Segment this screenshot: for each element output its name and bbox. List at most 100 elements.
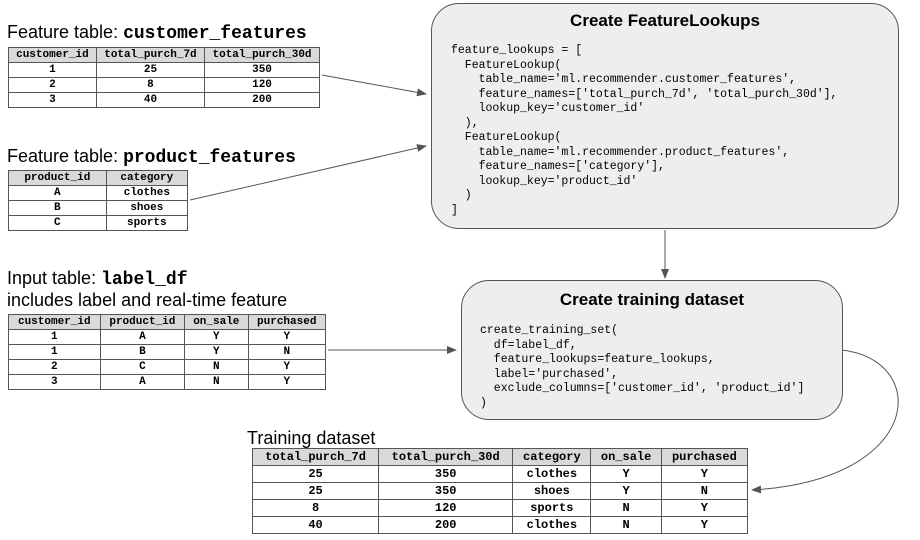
product-features-title-code: product_features (123, 148, 296, 168)
label-df-title-code: label_df (101, 270, 188, 290)
table-cell: 1 (8, 62, 97, 78)
table-cell: 350 (204, 62, 320, 78)
table-cell: A (99, 329, 186, 345)
table-cell: shoes (105, 200, 189, 216)
table-cell: N (590, 499, 662, 517)
training-dataset-title: Training dataset (247, 428, 376, 448)
table-cell: Y (660, 499, 749, 517)
column-header: customer_id (8, 47, 97, 63)
column-header: on_sale (590, 448, 662, 466)
table-cell: N (247, 344, 326, 360)
arrow-customer-to-lookups (321, 74, 427, 97)
arrow-training-to-dataset (751, 349, 899, 494)
column-header: category (105, 170, 189, 186)
table-cell: 25 (251, 465, 380, 483)
table-cell: Y (247, 359, 326, 375)
table-cell: 3 (8, 374, 101, 390)
feature-lookups-code: feature_lookups = [ FeatureLookup( table… (451, 44, 838, 217)
table-cell: shoes (512, 482, 592, 500)
table-cell: clothes (512, 465, 592, 483)
product-features-title: Feature table: product_features (7, 146, 296, 168)
table-cell: 1 (8, 344, 101, 360)
table-cell: B (8, 200, 107, 216)
table-cell: Y (184, 329, 249, 345)
create-training-dataset-title: Create training dataset (559, 290, 745, 309)
table-cell: C (99, 359, 186, 375)
label-df-title-prefix: Input table: (7, 268, 102, 288)
table-cell: sports (512, 499, 592, 517)
column-header: total_purch_30d (378, 448, 514, 466)
table-cell: Y (590, 465, 662, 483)
table-cell: 3 (8, 92, 97, 108)
table-cell: 8 (95, 77, 206, 93)
table-cell: B (99, 344, 186, 360)
customer-features-title: Feature table: customer_features (7, 22, 307, 44)
column-header: purchased (247, 314, 326, 330)
table-cell: Y (660, 465, 749, 483)
table-cell: 40 (95, 92, 206, 108)
column-header: product_id (8, 170, 107, 186)
table-cell: N (660, 482, 749, 500)
column-header: on_sale (184, 314, 249, 330)
table-cell: C (8, 215, 107, 231)
column-header: category (512, 448, 592, 466)
table-cell: 2 (8, 359, 101, 375)
table-cell: 40 (251, 516, 380, 534)
create-feature-lookups-title: Create FeatureLookups (570, 11, 760, 30)
table-cell: N (184, 359, 249, 375)
table-cell: Y (184, 344, 249, 360)
customer-features-title-prefix: Feature table: (7, 22, 124, 42)
column-header: product_id (99, 314, 186, 330)
table-cell: 350 (378, 465, 514, 483)
table-cell: Y (590, 482, 662, 500)
customer-features-title-code: customer_features (123, 24, 307, 44)
table-cell: 200 (378, 516, 514, 534)
table-cell: N (184, 374, 249, 390)
arrow-product-to-lookups (189, 144, 427, 201)
column-header: total_purch_30d (204, 47, 320, 63)
table-cell: Y (660, 516, 749, 534)
table-cell: clothes (512, 516, 592, 534)
column-header: customer_id (8, 314, 101, 330)
table-cell: 120 (378, 499, 514, 517)
table-cell: sports (105, 215, 189, 231)
column-header: total_purch_7d (251, 448, 380, 466)
table-cell: clothes (105, 185, 189, 201)
column-header: purchased (660, 448, 749, 466)
table-cell: Y (247, 329, 326, 345)
create-training-dataset-box: Create training dataset create_training_… (461, 280, 843, 420)
table-cell: 200 (204, 92, 320, 108)
table-cell: 25 (251, 482, 380, 500)
table-cell: 1 (8, 329, 101, 345)
table-cell: 8 (251, 499, 380, 517)
table-cell: Y (247, 374, 326, 390)
product-features-title-prefix: Feature table: (7, 146, 124, 166)
table-cell: 120 (204, 77, 320, 93)
table-cell: N (590, 516, 662, 534)
training-set-code: create_training_set( df=label_df, featur… (480, 324, 805, 410)
table-cell: 2 (8, 77, 97, 93)
table-cell: 350 (378, 482, 514, 500)
